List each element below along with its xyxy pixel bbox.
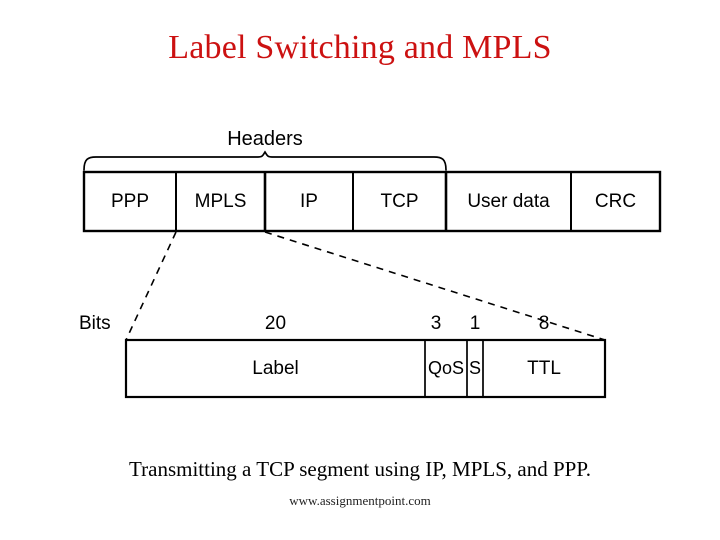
- bit-width-qos: 3: [430, 313, 442, 334]
- mpls-field-s: S: [468, 358, 481, 378]
- frame-field-ppp: PPP: [110, 191, 150, 212]
- page-title: Label Switching and MPLS: [168, 29, 552, 66]
- bit-width-label: 20: [264, 313, 287, 334]
- mpls-header-outline: [124, 338, 607, 399]
- frame-field-user-data: User data: [467, 191, 550, 212]
- mpls-field-label: Label: [252, 358, 299, 379]
- frame-field-mpls: MPLS: [194, 191, 247, 212]
- source-watermark: www.assignmentpoint.com: [289, 493, 431, 508]
- leader-lines: [125, 231, 606, 341]
- bit-width-s: 1: [469, 313, 481, 334]
- frame-field-ip: IP: [300, 191, 318, 212]
- mpls-field-qos: QoS: [427, 358, 465, 378]
- mpls-field-ttl: TTL: [527, 358, 561, 379]
- frame-field-crc: CRC: [594, 191, 637, 212]
- frame-field-tcp: TCP: [380, 191, 419, 212]
- frame-dividers: [175, 172, 572, 231]
- bits-axis-label: Bits: [79, 313, 111, 334]
- mpls-left-leader-line: [125, 231, 177, 341]
- bit-width-ttl: 8: [538, 313, 550, 334]
- headers-brace: [83, 150, 447, 171]
- headers-brace-label: Headers: [227, 128, 303, 150]
- slide-caption: Transmitting a TCP segment using IP, MPL…: [129, 457, 591, 481]
- frame-outline: [82, 170, 662, 233]
